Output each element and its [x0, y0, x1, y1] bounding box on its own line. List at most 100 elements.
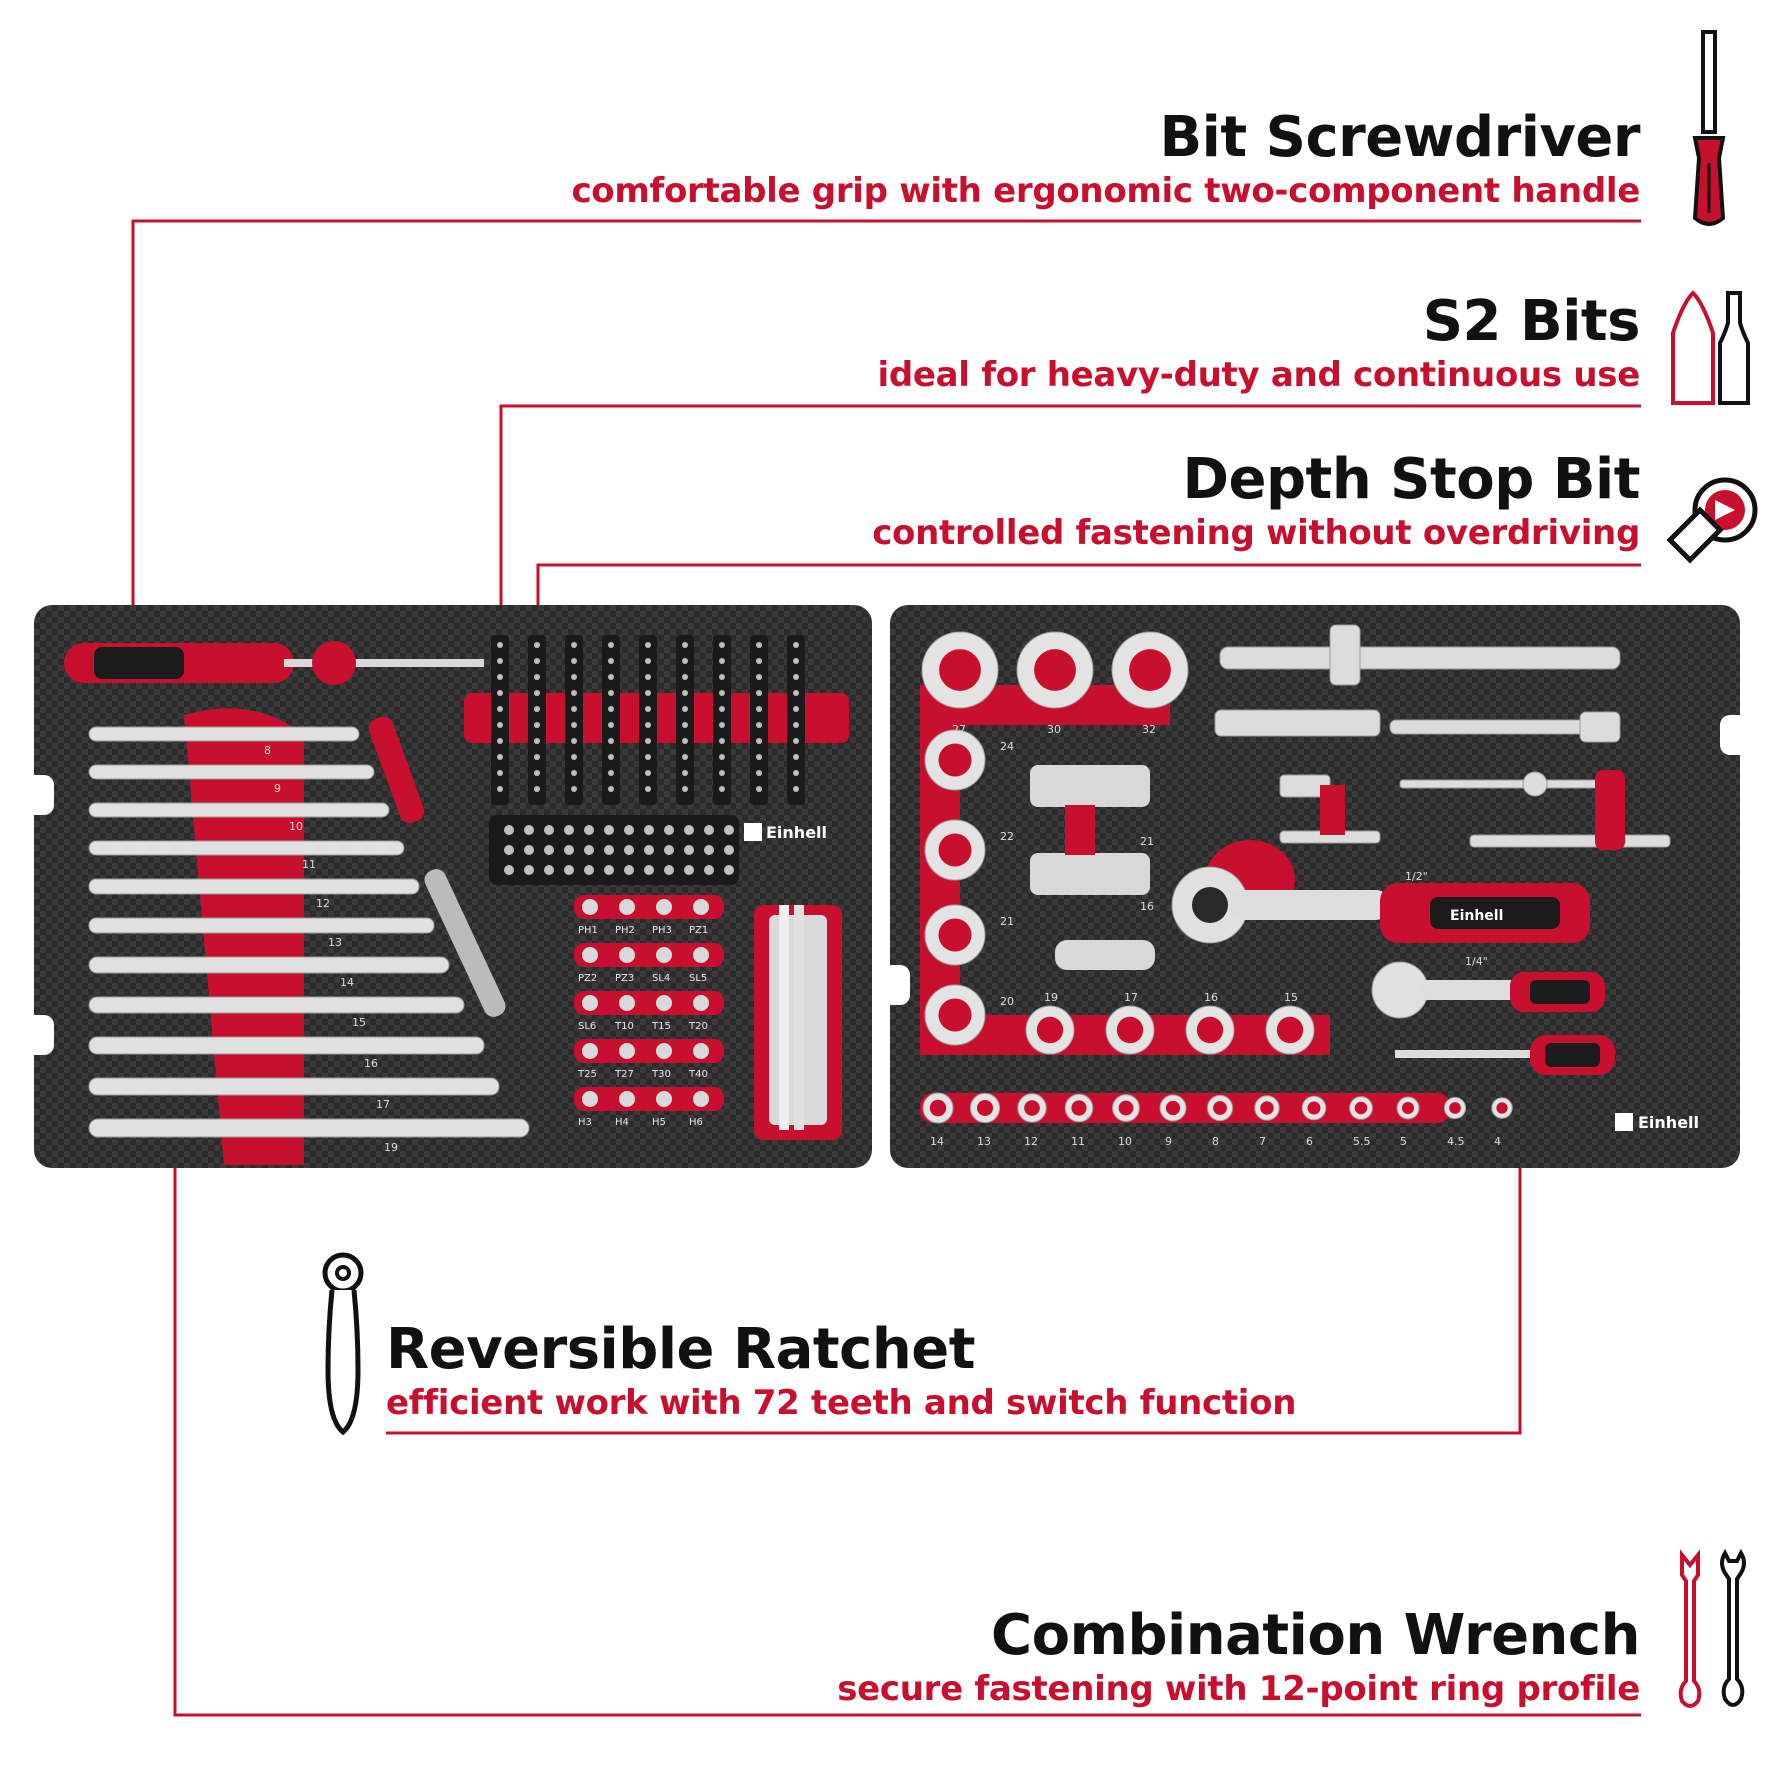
wrench-size-label: 13: [328, 936, 342, 949]
bit: [534, 706, 540, 712]
callout-line-bit-screwdriver: [131, 219, 1641, 650]
bit: [608, 770, 614, 776]
bit-size-label: H4: [615, 1117, 629, 1128]
bit: [534, 786, 540, 792]
short-bit: [664, 865, 674, 875]
bit: [571, 770, 577, 776]
wrench-size-label: 16: [364, 1057, 378, 1070]
large-socket-bore: [1129, 649, 1171, 691]
bit: [645, 690, 651, 696]
bit: [682, 754, 688, 760]
socket-size-label: 32: [1142, 723, 1156, 736]
bit-socket: [656, 1091, 672, 1107]
bit: [793, 722, 799, 728]
bit: [497, 658, 503, 664]
bit: [682, 770, 688, 776]
socket-bore: [938, 743, 972, 777]
bit: [608, 722, 614, 728]
socket-bore: [1036, 1016, 1064, 1044]
bit: [571, 658, 577, 664]
small-socket-bore: [1401, 1101, 1415, 1115]
short-bit: [684, 865, 694, 875]
bit: [645, 674, 651, 680]
bit: [497, 690, 503, 696]
bit-size-label: T20: [688, 1021, 708, 1032]
bit-size-label: T40: [688, 1069, 708, 1080]
feature-title: Combination Wrench: [991, 1603, 1640, 1668]
feature-subtitle: controlled fastening without overdriving: [872, 513, 1640, 553]
bits-icon: [1671, 290, 1750, 405]
short-bit: [584, 865, 594, 875]
short-bit: [644, 825, 654, 835]
short-bit: [704, 845, 714, 855]
bit: [608, 690, 614, 696]
bit: [756, 690, 762, 696]
wrench-size-label: 11: [302, 858, 316, 871]
bit: [793, 690, 799, 696]
short-bit: [664, 845, 674, 855]
bit-handle-in-tray: [1395, 1035, 1615, 1075]
short-bit: [704, 825, 714, 835]
socket-size-label: 24: [1000, 740, 1014, 753]
bit-size-label: T25: [577, 1069, 597, 1080]
bit: [497, 706, 503, 712]
socket-size-label: 10: [1118, 1135, 1132, 1148]
feature-s2-bits: S2 Bits ideal for heavy-duty and continu…: [878, 294, 1641, 393]
socket-size-label: 9: [1165, 1135, 1172, 1148]
socket-size-label: 5: [1400, 1135, 1407, 1148]
bit-size-label: PH1: [578, 925, 598, 936]
short-bit: [684, 845, 694, 855]
bit: [682, 786, 688, 792]
short-bit: [624, 845, 634, 855]
socket-size-label: 17: [1124, 991, 1138, 1004]
bit: [719, 690, 725, 696]
bit-size-label: T30: [651, 1069, 671, 1080]
bit: [645, 786, 651, 792]
wrench-size-label: 9: [274, 782, 281, 795]
bit: [645, 658, 651, 664]
socket-size-label: 6: [1306, 1135, 1313, 1148]
wrench-size-label: 8: [264, 744, 271, 757]
short-bit: [724, 825, 734, 835]
drive-size-label: 1/2": [1405, 870, 1428, 883]
bit-socket: [582, 1091, 598, 1107]
bit: [719, 754, 725, 760]
bit: [682, 642, 688, 648]
bit: [793, 642, 799, 648]
short-bit: [544, 825, 554, 835]
feature-title: Reversible Ratchet: [386, 1317, 975, 1382]
bit-socket: [656, 1043, 672, 1059]
bit: [756, 738, 762, 744]
bit-size-label: PZ2: [578, 973, 597, 984]
large-socket-bore: [1034, 649, 1076, 691]
bit-socket: [693, 1043, 709, 1059]
short-bit: [704, 865, 714, 875]
bit-socket: [693, 995, 709, 1011]
bit-size-label: H6: [689, 1117, 703, 1128]
bit: [682, 658, 688, 664]
bit-column: [602, 635, 620, 805]
small-socket-bore: [1071, 1100, 1087, 1116]
bit-socket: [619, 1091, 635, 1107]
bit-size-label: SL5: [689, 973, 707, 984]
bit: [608, 786, 614, 792]
wrench-size-label: 15: [352, 1016, 366, 1029]
short-bit: [584, 825, 594, 835]
bit: [682, 690, 688, 696]
bit: [497, 738, 503, 744]
feature-title: Bit Screwdriver: [1159, 105, 1640, 170]
bit-holder-strip: [574, 991, 724, 1015]
bit-size-label: PH2: [615, 925, 635, 936]
callout-line-s2-bits: [499, 404, 1641, 638]
short-bit: [604, 865, 614, 875]
bit-socket: [619, 995, 635, 1011]
short-bit: [564, 825, 574, 835]
small-socket-bore: [1260, 1101, 1274, 1115]
bit: [571, 786, 577, 792]
screwdriver-icon: [1692, 30, 1726, 226]
svg-text:Einhell: Einhell: [1450, 908, 1503, 924]
bit-size-label: PZ3: [615, 973, 634, 984]
bit: [534, 674, 540, 680]
